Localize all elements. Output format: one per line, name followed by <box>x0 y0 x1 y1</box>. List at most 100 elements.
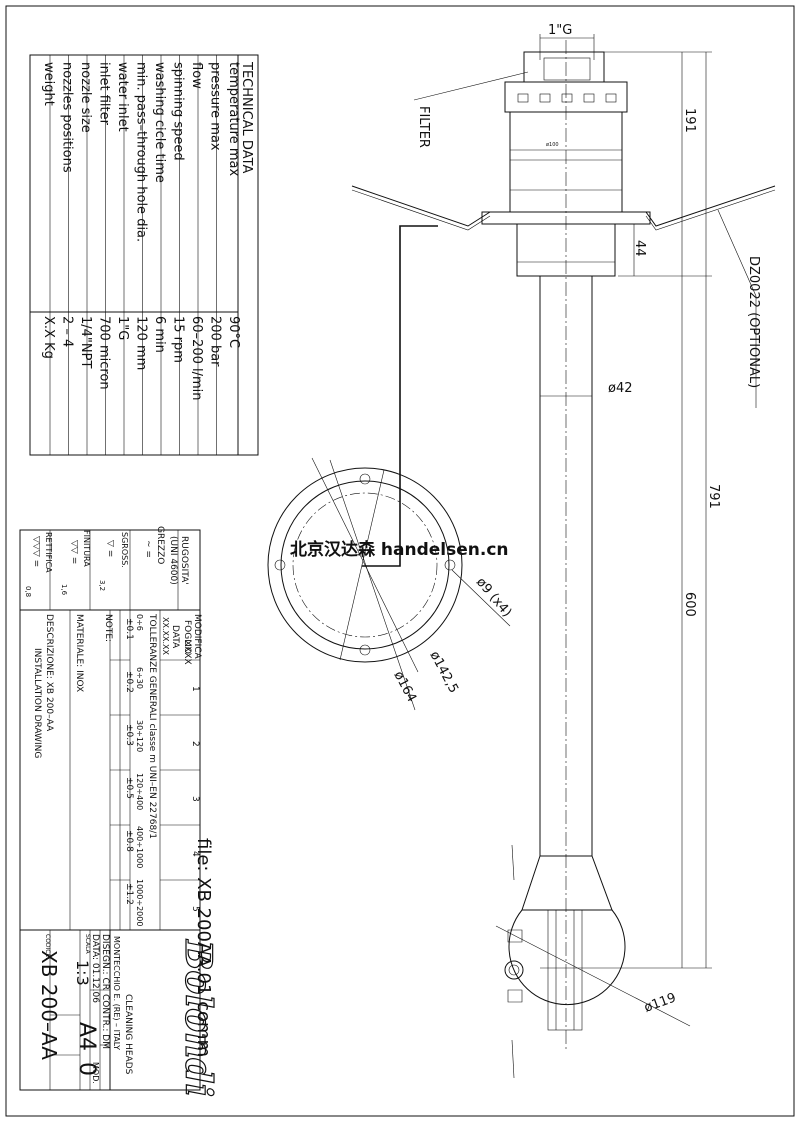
sgross-label: SGROSS. <box>120 532 129 568</box>
dim-791: 791 <box>706 484 721 509</box>
tolerance-value: ±0.5 <box>124 777 134 799</box>
tech-row-value: 120 mm <box>134 316 149 370</box>
tech-row-value: 90°C <box>226 316 241 348</box>
brand-logo: Bolondi <box>177 939 219 1097</box>
label-optional-plate: DZ0022 (OPTIONAL) <box>746 256 761 388</box>
tolerance-range: 120÷400 <box>135 773 144 810</box>
tolerance-range: 1000÷2000 <box>135 879 144 926</box>
codice-label: CODICE: <box>44 934 51 959</box>
tech-row-label: water inlet <box>115 62 130 132</box>
dim-phi9: ø9 (x4) <box>473 575 514 620</box>
modifica-col-number: 4 <box>190 851 200 857</box>
cleaning-head-drawing <box>351 40 776 1079</box>
descrizione-value: INSTALLATION DRAWING <box>32 648 42 758</box>
tech-row-value: 60–200 l/min <box>189 316 204 401</box>
scala-label: SCALA <box>84 934 91 955</box>
tolerance-range: 6÷30 <box>135 667 144 689</box>
brand-subtitle: CLEANING HEADS <box>123 994 133 1075</box>
file-label: file: XB 200AA.01 comm <box>193 838 214 1057</box>
label-filter: FILTER <box>416 106 431 148</box>
foglio-label: FOGLIO <box>182 620 192 654</box>
finitura-label: FINITURA <box>82 530 91 567</box>
format-value: A4 <box>74 1022 99 1051</box>
tech-row-value: 200 bar <box>208 316 223 367</box>
title-block-texts: RUGOSITA' (UNI 4600) GREZZO ∼ = SGROSS. … <box>24 526 220 1098</box>
tech-row-value: 700 micron <box>97 316 112 390</box>
flange-top-view <box>267 457 511 711</box>
dim-phi42: ø42 <box>608 381 633 396</box>
tech-row-value: 6 min <box>152 316 167 353</box>
tri1-value: 3,2 <box>98 580 106 591</box>
rugosita-label: RUGOSITA' <box>179 536 189 585</box>
mod-label: MOD. <box>91 1062 100 1084</box>
tolerance-range: 0÷6 <box>135 614 144 631</box>
modifica-col-number: 3 <box>190 796 200 802</box>
modifica-col-number: 1 <box>190 686 200 692</box>
dim-phi142: ø142,5 <box>426 649 460 696</box>
mod-value: 0 <box>74 1062 99 1076</box>
tri3-value: 0,8 <box>24 586 32 597</box>
date-label: DATA: 01.12.06 <box>90 934 100 1003</box>
tech-row-label: pressure max <box>208 62 223 151</box>
note-label: NOTE: <box>103 614 113 642</box>
controllore: CONTR.: DM <box>100 994 110 1049</box>
tolerance-range: 400÷1000 <box>135 826 144 868</box>
address-label: MONTECCHIO E. (RE) – ITALY <box>112 936 121 1050</box>
tech-row-value: 15 rpm <box>171 316 186 363</box>
tech-row-value: 2 – 4 <box>60 316 75 347</box>
tech-row-label: flow <box>189 62 204 89</box>
data-label: DATA <box>170 625 180 649</box>
tolleranze-label: TOLLERANZE GENERALI classe m UNI–EN 2276… <box>147 613 157 839</box>
tech-table-title: TECHNICAL DATA <box>239 61 254 174</box>
tech-row-label: spinning speed <box>171 62 186 161</box>
tolerance-range: 30÷120 <box>135 720 144 752</box>
descrizione-label: DESCRIZIONE: XB 200–AA <box>44 614 54 732</box>
rettifica-label: RETTIFICA <box>44 532 53 573</box>
tri1-label: ▽ = <box>105 540 115 557</box>
tolerance-value: ±0.8 <box>124 830 134 852</box>
title-block <box>19 529 201 1091</box>
tolerance-value: ±0.2 <box>124 671 134 693</box>
tilde-label: ∼ = <box>143 540 153 558</box>
modifica-col-number: 2 <box>190 741 200 747</box>
foglio-value: XXXX <box>182 640 192 665</box>
data-value: XX.XX.XX <box>161 617 170 655</box>
tech-row-value: X.X Kg <box>41 316 56 359</box>
materiale-label: MATERIALE: INOX <box>74 614 84 692</box>
tri2-label: ▽▽ = <box>69 540 79 564</box>
tech-row-value: 1"G <box>115 316 130 340</box>
watermark-text: 北京汉达森 handelsen.cn <box>290 539 509 560</box>
dim-inlet: 1"G <box>548 23 572 38</box>
uni-label: (UNI 4600) <box>168 536 178 585</box>
grezzo-label: GREZZO <box>155 526 165 564</box>
tech-row-label: nozzles positions <box>60 62 75 173</box>
dim-44: 44 <box>632 240 647 257</box>
sheet-border <box>5 5 795 1117</box>
dim-phi164: ø164 <box>390 669 419 705</box>
dim-600: 600 <box>682 592 697 617</box>
tech-row-label: weight <box>41 62 56 106</box>
modifica-label: MODIFICA <box>192 614 202 660</box>
dim-phi119: ø119 <box>642 990 678 1015</box>
dim-phi100: ø100 <box>546 142 559 148</box>
codice-value: XB 200–AA <box>37 950 61 1060</box>
tech-row-label: washing cicle time <box>152 62 167 183</box>
tolerance-value: ±0.1 <box>124 618 134 640</box>
technical-data-table: temperature max 90°C pressure max 200 bar fl… <box>29 54 259 456</box>
dim-191: 191 <box>682 108 697 133</box>
tech-row-label: min. pass–through hole dia. <box>134 62 149 242</box>
scala-value: 1:3 <box>73 960 92 986</box>
tech-row-label: temperature max <box>226 62 241 176</box>
disegnatore: DISEGN.: CR <box>100 934 110 990</box>
tolerance-value: ±0.3 <box>124 724 134 746</box>
tolerance-value: ±1.2 <box>124 883 134 905</box>
dimension-texts: 1"G FILTER 191 44 ø42 791 600 ø119 DZ002… <box>390 23 761 1016</box>
dimension-lines <box>413 34 757 1027</box>
tri2-value: 1,6 <box>60 584 68 596</box>
tri3-label: ▽▽▽ = <box>31 536 41 567</box>
modifica-col-number: 5 <box>190 906 200 912</box>
tech-row-value: 1/4"NPT <box>78 316 93 368</box>
tech-row-label: nozzle size <box>78 62 93 133</box>
tech-row-label: inlet filter <box>97 62 112 126</box>
